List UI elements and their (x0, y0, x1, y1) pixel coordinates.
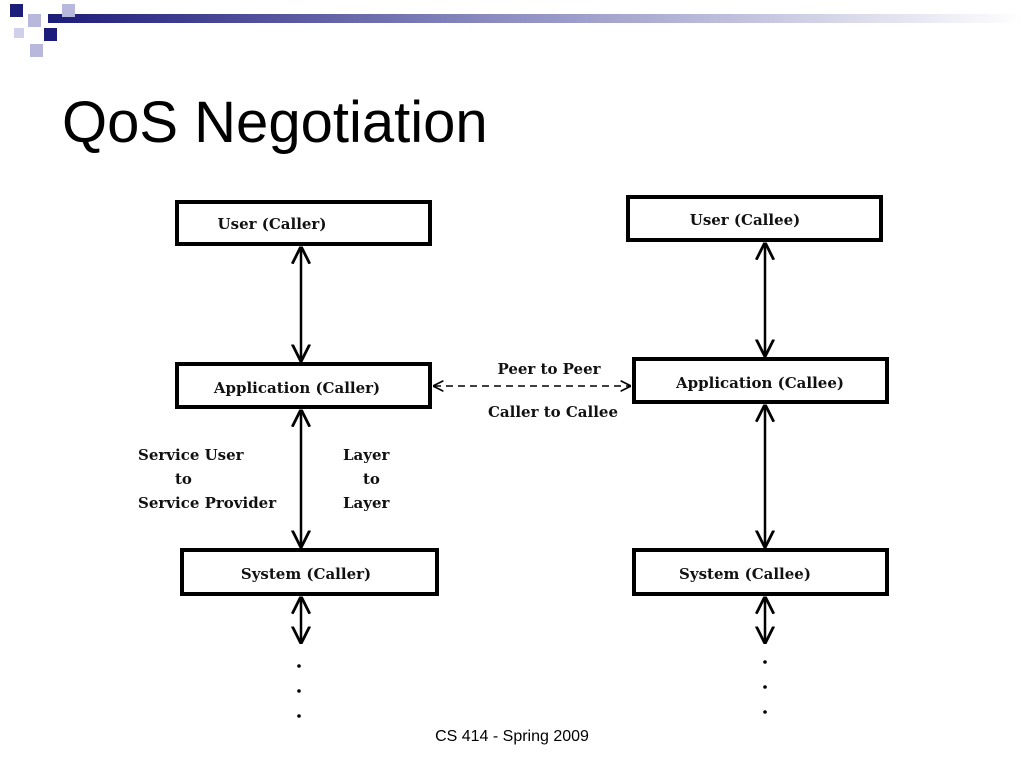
decoration-gradient-bar (48, 14, 1024, 23)
annotation-service-user-to-provider: Service User to Service Provider (138, 446, 277, 512)
box-user-caller-label: User (Caller) (218, 215, 327, 233)
box-user-callee: User (Callee) (626, 195, 883, 242)
decoration-square (28, 14, 41, 27)
continuation-dots-callee (763, 660, 767, 714)
annotation-left-line-2: to (175, 470, 192, 488)
slide-title: QoS Negotiation (62, 90, 488, 155)
box-application-caller-label: Application (Caller) (213, 379, 380, 397)
annotation-right-line-3: Layer (343, 494, 391, 512)
annotation-right-line-1: Layer (343, 446, 391, 464)
decoration-square (30, 44, 43, 57)
decoration-square (10, 4, 23, 17)
box-system-caller: System (Caller) (180, 548, 439, 596)
box-user-caller: User (Caller) (175, 200, 432, 246)
annotation-left-line-3: Service Provider (138, 494, 277, 512)
box-application-callee: Application (Callee) (632, 357, 889, 404)
annotation-layer-to-layer: Layer to Layer (343, 446, 391, 512)
decoration-square (14, 28, 24, 38)
box-application-caller: Application (Caller) (175, 362, 432, 409)
box-system-caller-label: System (Caller) (241, 565, 371, 583)
peer-label-bottom: Caller to Callee (488, 403, 618, 421)
decoration-square (62, 4, 75, 17)
box-user-callee-label: User (Callee) (690, 211, 801, 229)
slide-decoration (10, 4, 1024, 57)
box-system-callee-label: System (Callee) (679, 565, 811, 583)
decoration-square (44, 28, 57, 41)
slide-footer: CS 414 - Spring 2009 (435, 728, 589, 745)
continuation-dots-caller (297, 664, 301, 718)
box-system-callee: System (Callee) (632, 548, 889, 596)
annotation-right-line-2: to (363, 470, 380, 488)
box-application-callee-label: Application (Callee) (675, 374, 844, 392)
peer-label-top: Peer to Peer (497, 360, 601, 378)
annotation-left-line-1: Service User (138, 446, 245, 464)
